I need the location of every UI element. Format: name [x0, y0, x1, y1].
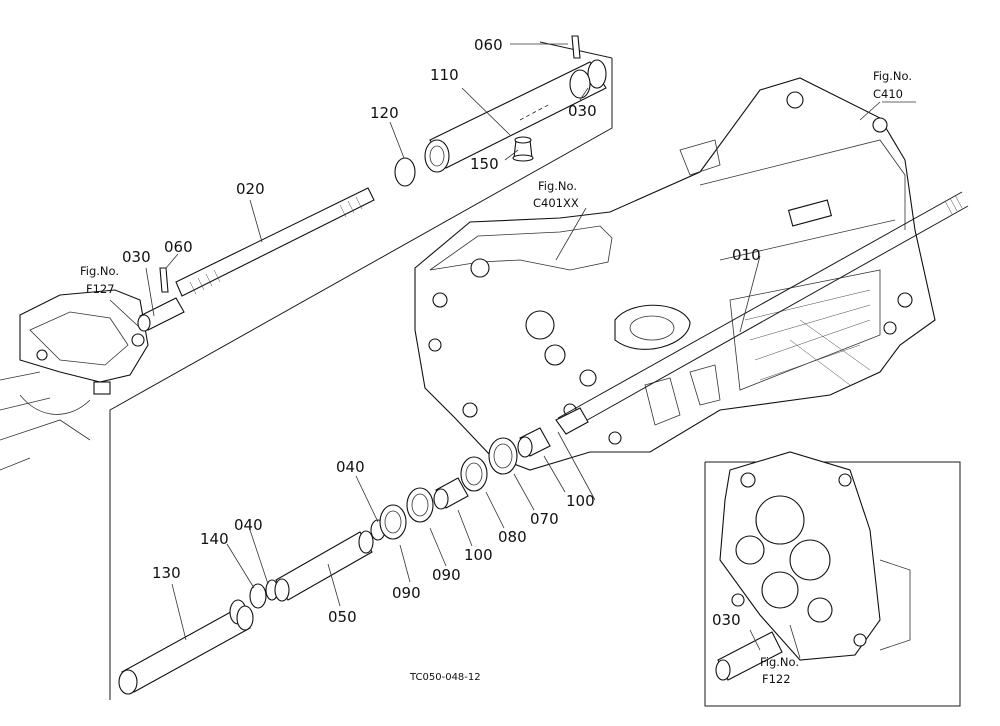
figref-c410-line2: C410 [873, 87, 903, 101]
pin-060-left [159, 267, 169, 293]
figref-f127-line2: F127 [86, 282, 115, 296]
oring-140 [249, 583, 267, 609]
label-090-b: 090 [432, 566, 461, 584]
label-150: 150 [470, 155, 499, 173]
diagram-code: TC050-048-12 [409, 672, 481, 683]
oring-120 [394, 157, 416, 187]
figref-f122-line2: F122 [762, 672, 791, 686]
label-050: 050 [328, 608, 357, 626]
label-030-bottom: 030 [712, 611, 741, 629]
bearing-070 [488, 437, 518, 475]
label-100-a: 100 [464, 546, 493, 564]
shaft-010 [555, 191, 969, 435]
sleeve-030-bottom [715, 631, 783, 681]
bearing-090-a [379, 504, 407, 540]
label-090-a: 090 [392, 584, 421, 602]
figref-f127-line1: Fig.No. [80, 264, 119, 278]
figref-c401xx-line2: C401XX [533, 196, 579, 210]
label-060-top: 060 [474, 36, 503, 54]
label-120: 120 [370, 104, 399, 122]
leader-lines [109, 43, 916, 659]
shaft-020 [175, 187, 375, 297]
sleeve-030-left [137, 297, 185, 332]
pin-060-top [571, 35, 581, 59]
label-060-left: 060 [164, 238, 193, 256]
bearing-090-b [406, 487, 434, 523]
transmission-case [414, 77, 936, 471]
collar-100-a [433, 477, 469, 510]
label-110: 110 [430, 66, 459, 84]
label-130: 130 [152, 564, 181, 582]
bearing-080 [460, 456, 488, 492]
tube-050 [274, 530, 374, 602]
tube-130 [118, 599, 254, 695]
label-040-b: 040 [234, 516, 263, 534]
label-040-a: 040 [336, 458, 365, 476]
label-010: 010 [732, 246, 761, 264]
cover-plate [719, 451, 911, 661]
figref-c401xx-line1: Fig.No. [538, 179, 577, 193]
sleeve-110 [424, 59, 607, 173]
label-100-b: 100 [566, 492, 595, 510]
figure-references: Fig.No. C410 Fig.No. C401XX Fig.No. F127… [80, 69, 912, 686]
label-140: 140 [200, 530, 229, 548]
label-030-top: 030 [568, 102, 597, 120]
label-070: 070 [530, 510, 559, 528]
figref-c410-line1: Fig.No. [873, 69, 912, 83]
label-080: 080 [498, 528, 527, 546]
figref-f122-line1: Fig.No. [760, 655, 799, 669]
part-number-labels: 060 110 030 120 150 020 030 060 010 040 … [122, 36, 761, 629]
label-030-left: 030 [122, 248, 151, 266]
fitting-150 [512, 136, 534, 162]
label-020: 020 [236, 180, 265, 198]
group-frame-lower-right [704, 461, 961, 707]
collar-100-b [517, 427, 551, 458]
left-housing [0, 289, 149, 471]
